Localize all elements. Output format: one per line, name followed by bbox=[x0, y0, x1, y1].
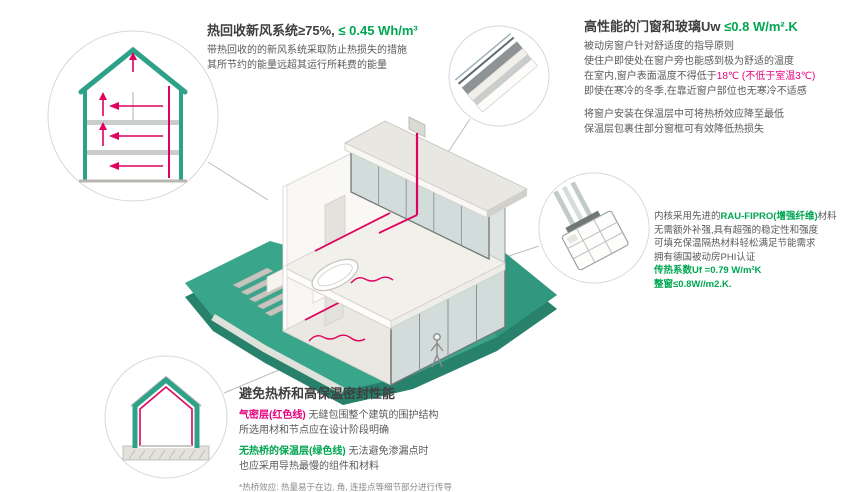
windows-line-5: 将窗户安装在保温层中可将热桥效应降至最低 bbox=[584, 109, 784, 120]
windows-line-4: 即使在寒冷的冬季,在靠近窗户部位也无寒冷不适感 bbox=[584, 86, 807, 97]
windows-line-3: 在室内,窗户表面温度不得低于18℃ (不低于室温3℃) bbox=[584, 71, 816, 82]
thermal-title: 避免热桥和高保温密封性能 bbox=[239, 386, 396, 401]
ventilation-title: 热回收新风系统≥75%, ≤ 0.45 Wh/m³ bbox=[207, 23, 418, 38]
frame-line-4: 拥有德国被动房PHI认证 bbox=[654, 251, 756, 263]
insulation-layer-line: 无热桥的保温层(绿色线) 无法避免渗漏点时 bbox=[239, 446, 429, 457]
window-profile-illustration bbox=[536, 170, 652, 286]
windows-title: 高性能的门窗和玻璃Uw ≤0.8 W/m².K bbox=[584, 19, 798, 34]
ventilation-section-illustration bbox=[45, 28, 221, 204]
isometric-house-illustration bbox=[185, 116, 557, 405]
roof-unit bbox=[408, 116, 426, 138]
ventilation-text-block: 热回收新风系统≥75%, ≤ 0.45 Wh/m³ 带热回收的的新风系统采取防止… bbox=[207, 20, 418, 73]
ventilation-line-2: 其所节约的能量远超其运行所耗费的能量 bbox=[207, 60, 387, 71]
frame-line-2: 无需额外补强,具有超强的稳定性和强度 bbox=[654, 224, 819, 236]
bathtub bbox=[311, 258, 359, 292]
windows-text-block: 高性能的门窗和玻璃Uw ≤0.8 W/m².K 被动房窗户针对舒适度的指导原则 … bbox=[584, 16, 815, 137]
frame-uw-value: 整窗≤0.8W//m2.K. bbox=[654, 278, 732, 290]
windows-line-1: 被动房窗户针对舒适度的指导原则 bbox=[584, 41, 734, 52]
thermal-footnote: *热桥效应: 热量易于在边, 角, 连接点等细节部分进行传导 bbox=[239, 482, 452, 492]
windows-line-2: 使住户即使处在窗户旁也能感到极为舒适的温度 bbox=[584, 56, 794, 67]
frame-uf-value: 传热系数Uf =0.79 W/m²K bbox=[654, 265, 762, 276]
envelope-section-illustration bbox=[103, 354, 229, 480]
windows-line-6: 保温层包裹住部分窗框可有效降低热损失 bbox=[584, 124, 764, 135]
window-corner-illustration bbox=[447, 24, 551, 128]
ventilation-line-1: 带热回收的的新风系统采取防止热损失的措施 bbox=[207, 45, 407, 56]
thermal-text-block: 避免热桥和高保温密封性能 气密层(红色线) 无缝包围整个建筑的围护结构 所选用材… bbox=[239, 383, 452, 492]
person-figure bbox=[430, 333, 444, 368]
frame-line-1: 内核采用先进的RAU-FIPRO(增强纤维)材料 bbox=[654, 211, 837, 222]
frame-line-3: 可填充保温隔热材料轻松满足节能需求 bbox=[654, 238, 816, 249]
insulation-layer-line-2: 也应采用导热最慢的组件和材料 bbox=[239, 461, 379, 472]
frame-material-text-block: 内核采用先进的RAU-FIPRO(增强纤维)材料 无需额外补强,具有超强的稳定性… bbox=[654, 210, 837, 291]
airtight-layer-line: 气密层(红色线) 无缝包围整个建筑的围护结构 bbox=[239, 410, 439, 421]
airtight-layer-line-2: 所选用材和节点应在设计阶段明确 bbox=[239, 425, 389, 436]
